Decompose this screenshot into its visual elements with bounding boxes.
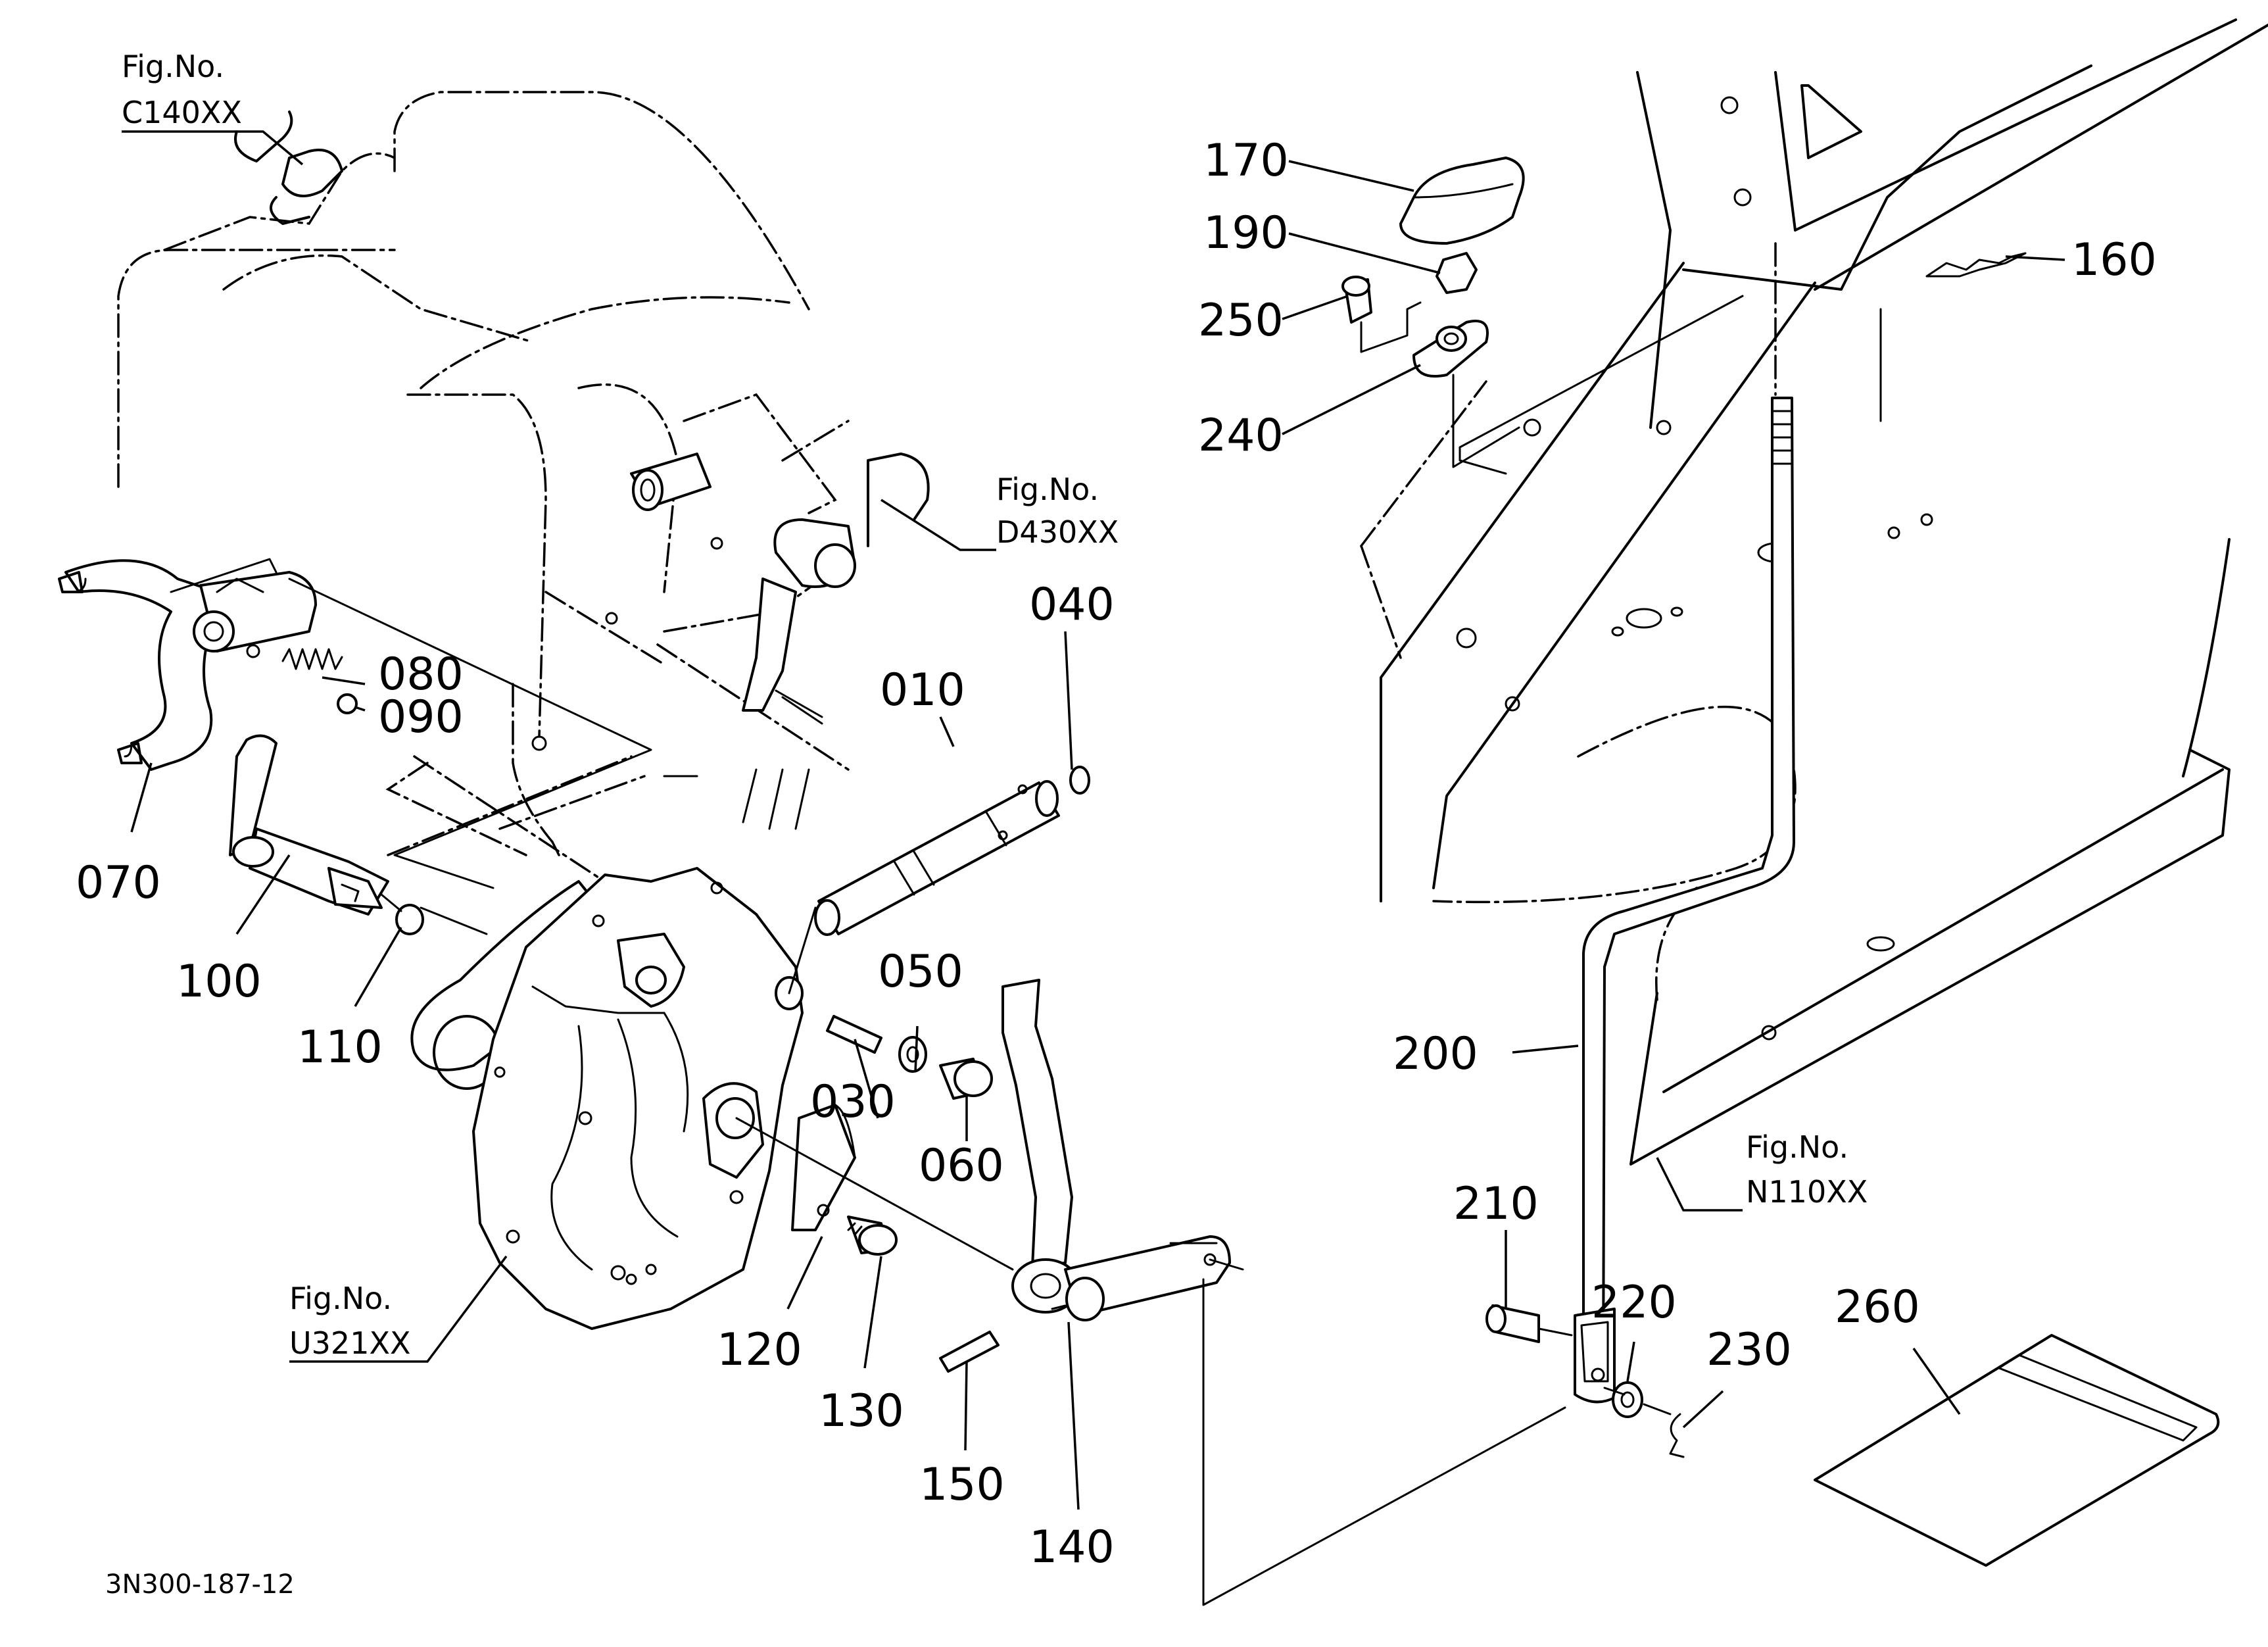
fig-ref-code: N110XX [1746,1174,1868,1210]
part-label-190: 190 [1203,207,1289,259]
assembly-line-250 [1360,301,1422,353]
figure-code: 3N300-187-12 [105,1569,295,1600]
part-label-210: 210 [1453,1178,1539,1230]
part-label-260: 260 [1835,1281,1920,1333]
part-label-130: 130 [819,1385,904,1437]
knob-170 [1399,157,1525,245]
assembly-line-220 [1603,1387,1672,1415]
part-label-160: 160 [2071,234,2157,286]
part-label-120: 120 [717,1324,802,1376]
fig-ref-n110xx: Fig.No. N110XX [1746,1129,1868,1210]
part-label-090: 090 [378,691,464,743]
lever-140 [1001,979,1231,1321]
shift-fork-070 [58,559,317,771]
guide-240 [1412,320,1489,378]
part-label-220: 220 [1591,1277,1677,1329]
manual-260 [1814,1334,2220,1567]
part-label-240: 240 [1198,410,1284,462]
part-label-100: 100 [176,956,262,1008]
fig-ref-u321xx: Fig.No. U321XX [289,1281,411,1361]
shaft-010 [814,780,1060,936]
part-label-050: 050 [878,946,963,998]
cover-housing [410,867,804,1330]
fig-ref-code: C140XX [122,95,242,130]
bolt-250 [1341,276,1372,324]
assembly-line-240 [1452,374,1520,468]
rod-200 [1574,397,1795,1404]
part-label-230: 230 [1706,1324,1792,1376]
part-label-080: 080 [378,649,464,701]
plug-060 [939,1058,993,1100]
part-label-250: 250 [1198,295,1284,347]
fig-ref-d430xx: Fig.No. D430XX [996,472,1119,550]
part-label-110: 110 [297,1021,383,1073]
o-ring-110 [395,904,424,935]
part-label-040: 040 [1029,579,1115,631]
washer-220 [1612,1381,1643,1418]
o-ring-040 [1069,766,1090,795]
plate-120 [791,1104,856,1231]
part-label-060: 060 [919,1140,1004,1192]
nut-190 [1436,252,1478,294]
part-label-200: 200 [1393,1028,1478,1080]
fig-ref-label: Fig.No. [1746,1129,1848,1165]
bolt-130 [847,1216,898,1256]
assembly-line-210 [1537,1327,1573,1337]
leader-lines [122,130,2065,1510]
part-label-010: 010 [880,664,965,716]
part-label-150: 150 [919,1459,1005,1511]
part-label-070: 070 [76,857,161,909]
part-label-030: 030 [810,1076,896,1128]
pin-210 [1485,1304,1540,1343]
clip-230 [1669,1413,1685,1458]
pin-030 [826,1015,882,1054]
fig-ref-label: Fig.No. [289,1281,392,1316]
bracket-upper [742,453,930,725]
fig-ref-code: D430XX [996,514,1119,550]
fig-ref-label: Fig.No. [122,49,224,84]
assembly-lines-left [170,558,1566,1606]
ball-090 [337,693,358,714]
part-label-140: 140 [1029,1521,1115,1573]
fig-ref-label: Fig.No. [996,472,1099,507]
decal-160 [1925,252,2027,278]
fig-ref-c140xx: Fig.No. C140XX [122,49,242,130]
shift-arm-100 [229,734,389,916]
upper-shaft-stub [630,453,712,511]
pin-150 [939,1331,1000,1373]
housing-outline [117,91,850,909]
fig-ref-code: U321XX [289,1325,411,1361]
spring-080 [281,648,343,670]
frame-right [1360,18,2268,1166]
washer-050 [898,1036,927,1073]
part-label-170: 170 [1203,135,1289,187]
